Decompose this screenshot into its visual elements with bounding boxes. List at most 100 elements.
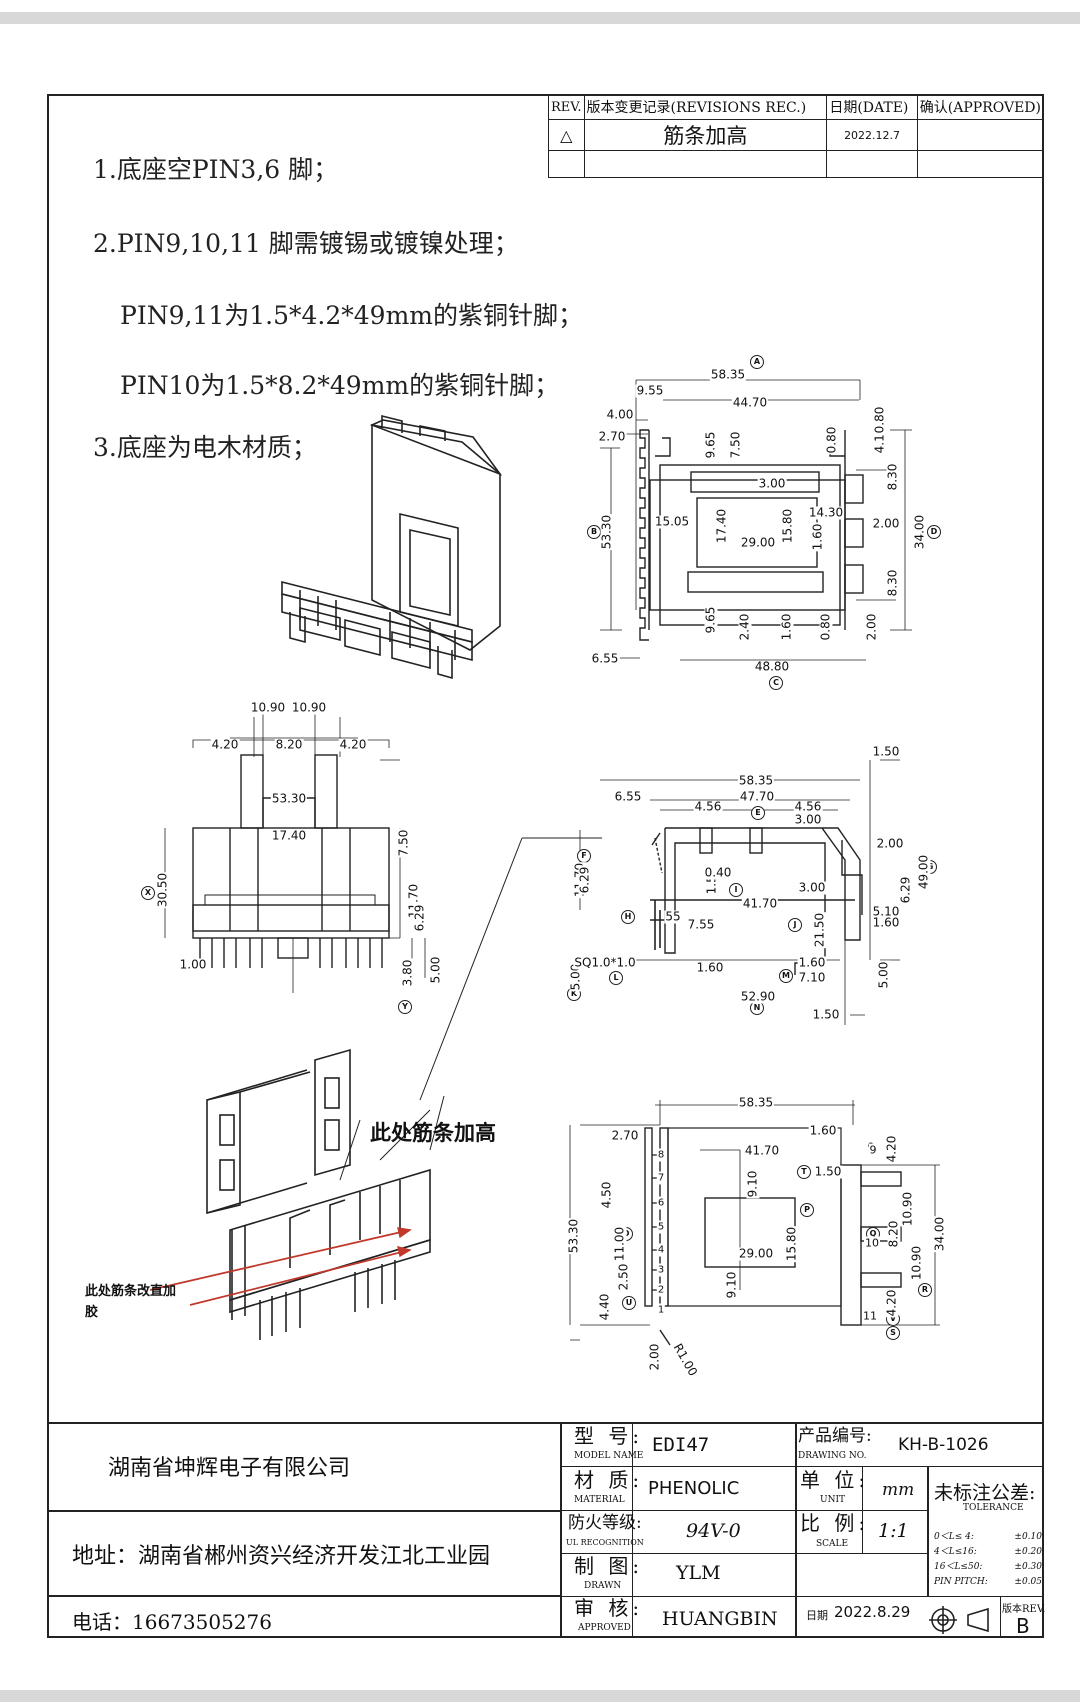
dimension-label: 10.90: [249, 700, 287, 715]
dimension-label: 6.55: [613, 789, 643, 804]
fire-sub: UL RECOGNITION: [566, 1538, 644, 1547]
dimension-label: 44.70: [731, 395, 769, 410]
dimension-label: 9.10: [745, 1169, 760, 1199]
dimension-label: 7.50: [728, 430, 743, 460]
dimension-label: 29.00: [737, 1246, 775, 1261]
dimension-label: 15.80: [784, 1225, 799, 1263]
balloon-d: D: [927, 525, 941, 539]
dimension-label: 17.40: [714, 507, 729, 545]
dimension-label: 0.80: [872, 405, 887, 435]
pin-number: 5: [656, 1220, 666, 1234]
drawing-no-label: 产品编号:: [798, 1426, 872, 1446]
tolerance-row: 0＜L≤ 4:±0.10: [934, 1530, 1042, 1545]
dimension-label: 8.30: [885, 568, 900, 598]
dimension-label: 58.35: [709, 367, 747, 382]
balloon-h: H: [621, 910, 635, 924]
top-gray-bar: [0, 12, 1080, 24]
dimension-label: 48.80: [753, 659, 791, 674]
fire-label: 防火等级:: [568, 1513, 642, 1533]
pin-number: 9: [868, 1143, 878, 1157]
balloon-r: R: [918, 1283, 932, 1297]
company-name: 湖南省坤辉电子有限公司: [108, 1456, 351, 1481]
dimension-label: 0.40: [703, 865, 733, 880]
tolerance-title: 未标注公差:: [934, 1482, 1036, 1504]
tolerance-range: 4＜L≤16:: [934, 1547, 977, 1557]
dimension-label: 2.00: [864, 612, 879, 642]
dimension-label: 3.80: [400, 958, 415, 988]
dimension-label: 4.20: [884, 1134, 899, 1164]
balloon-c: C: [769, 676, 783, 690]
note-3: 3.底座为电木材质；: [93, 433, 317, 462]
material-label: 材 质:: [574, 1468, 644, 1492]
dimension-label: 7.50: [396, 828, 411, 858]
dimension-label: 4.56: [793, 799, 823, 814]
dimension-label: 0.80: [818, 612, 833, 642]
scale-sub: SCALE: [816, 1539, 849, 1549]
drawn-label: 制 图:: [574, 1554, 644, 1578]
balloon-e: E: [751, 806, 765, 820]
drawing-no-value: KH-B-1026: [898, 1435, 989, 1455]
dimension-label: 10.90: [290, 700, 328, 715]
version-value: B: [1016, 1614, 1030, 1638]
model-sub: MODEL NAME: [574, 1451, 644, 1461]
dimension-label: 30.50: [155, 871, 170, 909]
scale-value: 1:1: [878, 1520, 909, 1542]
unit-sub: UNIT: [820, 1495, 846, 1505]
dimension-label: 52.90: [739, 989, 777, 1004]
dimension-label: 11.00: [612, 1225, 627, 1263]
dimension-label: 1.60: [797, 955, 827, 970]
balloon-l: L: [609, 971, 623, 985]
dimension-label: 1.00: [178, 957, 208, 972]
iso-view-top: [281, 414, 503, 680]
dimension-label: 0.80: [824, 425, 839, 455]
tolerance-row: PIN PITCH:±0.05: [934, 1575, 1042, 1590]
balloon-t: T: [797, 1165, 811, 1179]
dimension-label: 21.50: [812, 911, 827, 949]
balloon-p: P: [800, 1203, 814, 1217]
dimension-label: 4.50: [599, 1180, 614, 1210]
drawing-no-sub: DRAWING NO.: [798, 1451, 867, 1461]
dimension-label: 2.00: [871, 516, 901, 531]
unit-value: mm: [882, 1480, 915, 1500]
company-phone: 电话：16673505276: [72, 1610, 272, 1634]
front-view: [164, 710, 426, 993]
dimension-label: R1.00: [670, 1340, 701, 1380]
tolerance-row: 16＜L≤50:±0.30: [934, 1560, 1042, 1575]
tolerance-range: PIN PITCH:: [934, 1577, 988, 1587]
pin-number: 1: [656, 1303, 666, 1317]
dimension-label: 5.00: [428, 955, 443, 985]
drawn-value: YLM: [676, 1562, 721, 1584]
dimension-label: 3.00: [793, 812, 823, 827]
drawn-sub: DRAWN: [584, 1581, 622, 1591]
dimension-label: 4.20: [884, 1288, 899, 1318]
dimension-label: 15.05: [653, 514, 691, 529]
scale-label: 比 例:: [800, 1511, 870, 1535]
dimension-label: SQ1.0*1.0: [573, 955, 637, 970]
dimension-label: 41.70: [741, 896, 779, 911]
company-address: 地址：湖南省郴州资兴经济开发江北工业园: [72, 1544, 491, 1569]
pin-number: 11: [862, 1309, 878, 1323]
balloon-x: X: [141, 886, 155, 900]
dimension-label: 10.90: [900, 1190, 915, 1228]
dimension-label: 2.50: [616, 1262, 631, 1292]
dimension-label: 6.55: [590, 651, 620, 666]
dimension-label: 4.56: [693, 799, 723, 814]
dimension-label: 58.35: [737, 1095, 775, 1110]
dimension-label: 2.00: [647, 1342, 662, 1372]
dimension-label: 1.60: [808, 1123, 838, 1138]
balloon-s: S: [886, 1326, 900, 1340]
rev-symbol: △: [548, 119, 585, 151]
material-sub: MATERIAL: [574, 1495, 625, 1505]
dimension-label: 2.40: [737, 612, 752, 642]
pin-number: 4: [656, 1243, 666, 1257]
dimension-label: 8.20: [274, 737, 304, 752]
dimension-label: 58.35: [737, 773, 775, 788]
dimension-label: 34.00: [932, 1215, 947, 1253]
pin-number: 8: [656, 1148, 666, 1162]
date-label: 日期: [806, 1609, 828, 1622]
dimension-label: 55: [664, 909, 682, 924]
balloon-u: U: [622, 1296, 636, 1310]
iso-view-bottom: [206, 1048, 431, 1340]
dimension-label: 1.50: [811, 1007, 841, 1022]
note-2b: PIN10为1.5*8.2*49mm的紫铜针脚；: [120, 371, 560, 400]
